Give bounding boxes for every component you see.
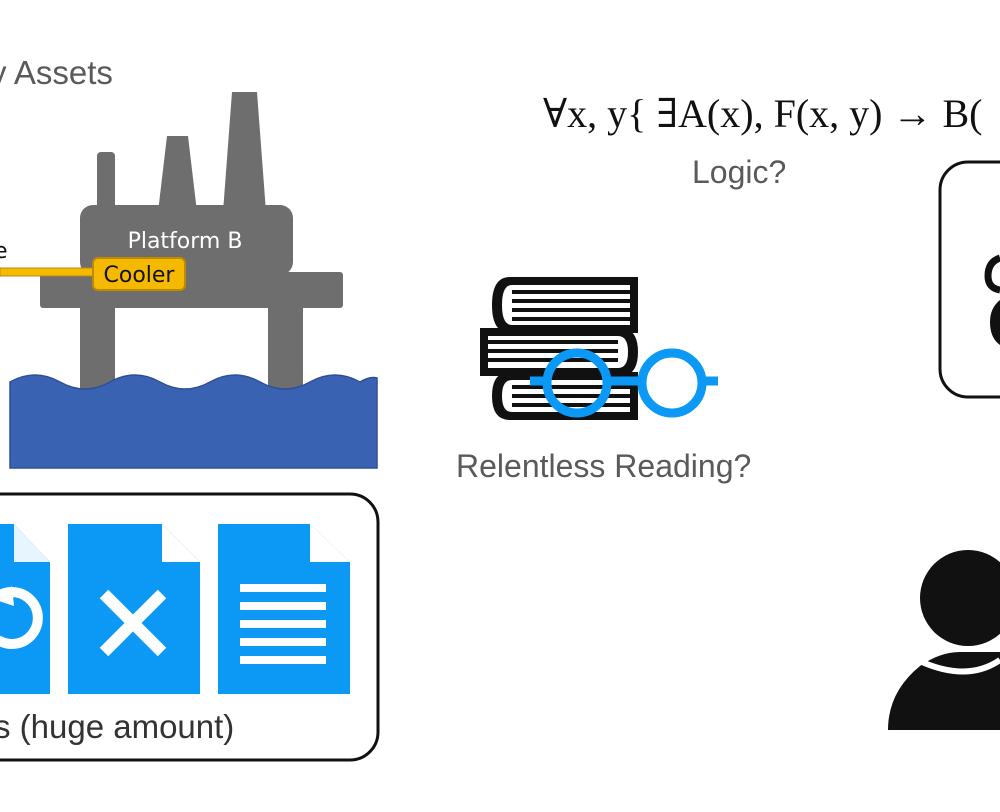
file-cycle-icon	[0, 524, 50, 694]
platform-chimney	[223, 92, 266, 212]
platform-chimney	[158, 136, 197, 212]
cooler-label: Cooler	[104, 263, 176, 288]
cooler-pipe	[0, 267, 97, 277]
platform-leg	[268, 306, 303, 396]
edge-label: e	[0, 239, 8, 264]
documents-caption: s (huge amount)	[0, 708, 235, 745]
logic-formula: ∀x, y{ ∃A(x), F(x, y) → B(	[543, 91, 983, 136]
documents-panel	[0, 492, 380, 762]
offshore-platform-illustration: Platform B Cooler e	[0, 92, 378, 469]
book-icon	[492, 277, 638, 333]
expert-box-frame	[938, 160, 1000, 399]
books-glasses-icon	[480, 277, 718, 420]
person-icon	[888, 550, 1000, 730]
platform-chimney	[97, 152, 115, 212]
book-icon	[480, 328, 638, 376]
platform-label: Platform B	[128, 229, 243, 254]
glasses-icon	[530, 348, 718, 418]
platform-leg	[80, 306, 115, 396]
file-text-icon	[218, 524, 350, 694]
platform-deck	[40, 272, 343, 308]
expert-box	[938, 160, 1000, 399]
cooler-box	[92, 257, 186, 291]
book-icon	[492, 372, 638, 420]
logic-caption: Logic?	[692, 154, 787, 190]
robot-icon	[984, 254, 1000, 345]
assets-title: y Assets	[0, 54, 113, 91]
sea-water	[9, 374, 378, 469]
reading-caption: Relentless Reading?	[456, 448, 752, 484]
file-x-icon	[68, 524, 200, 694]
